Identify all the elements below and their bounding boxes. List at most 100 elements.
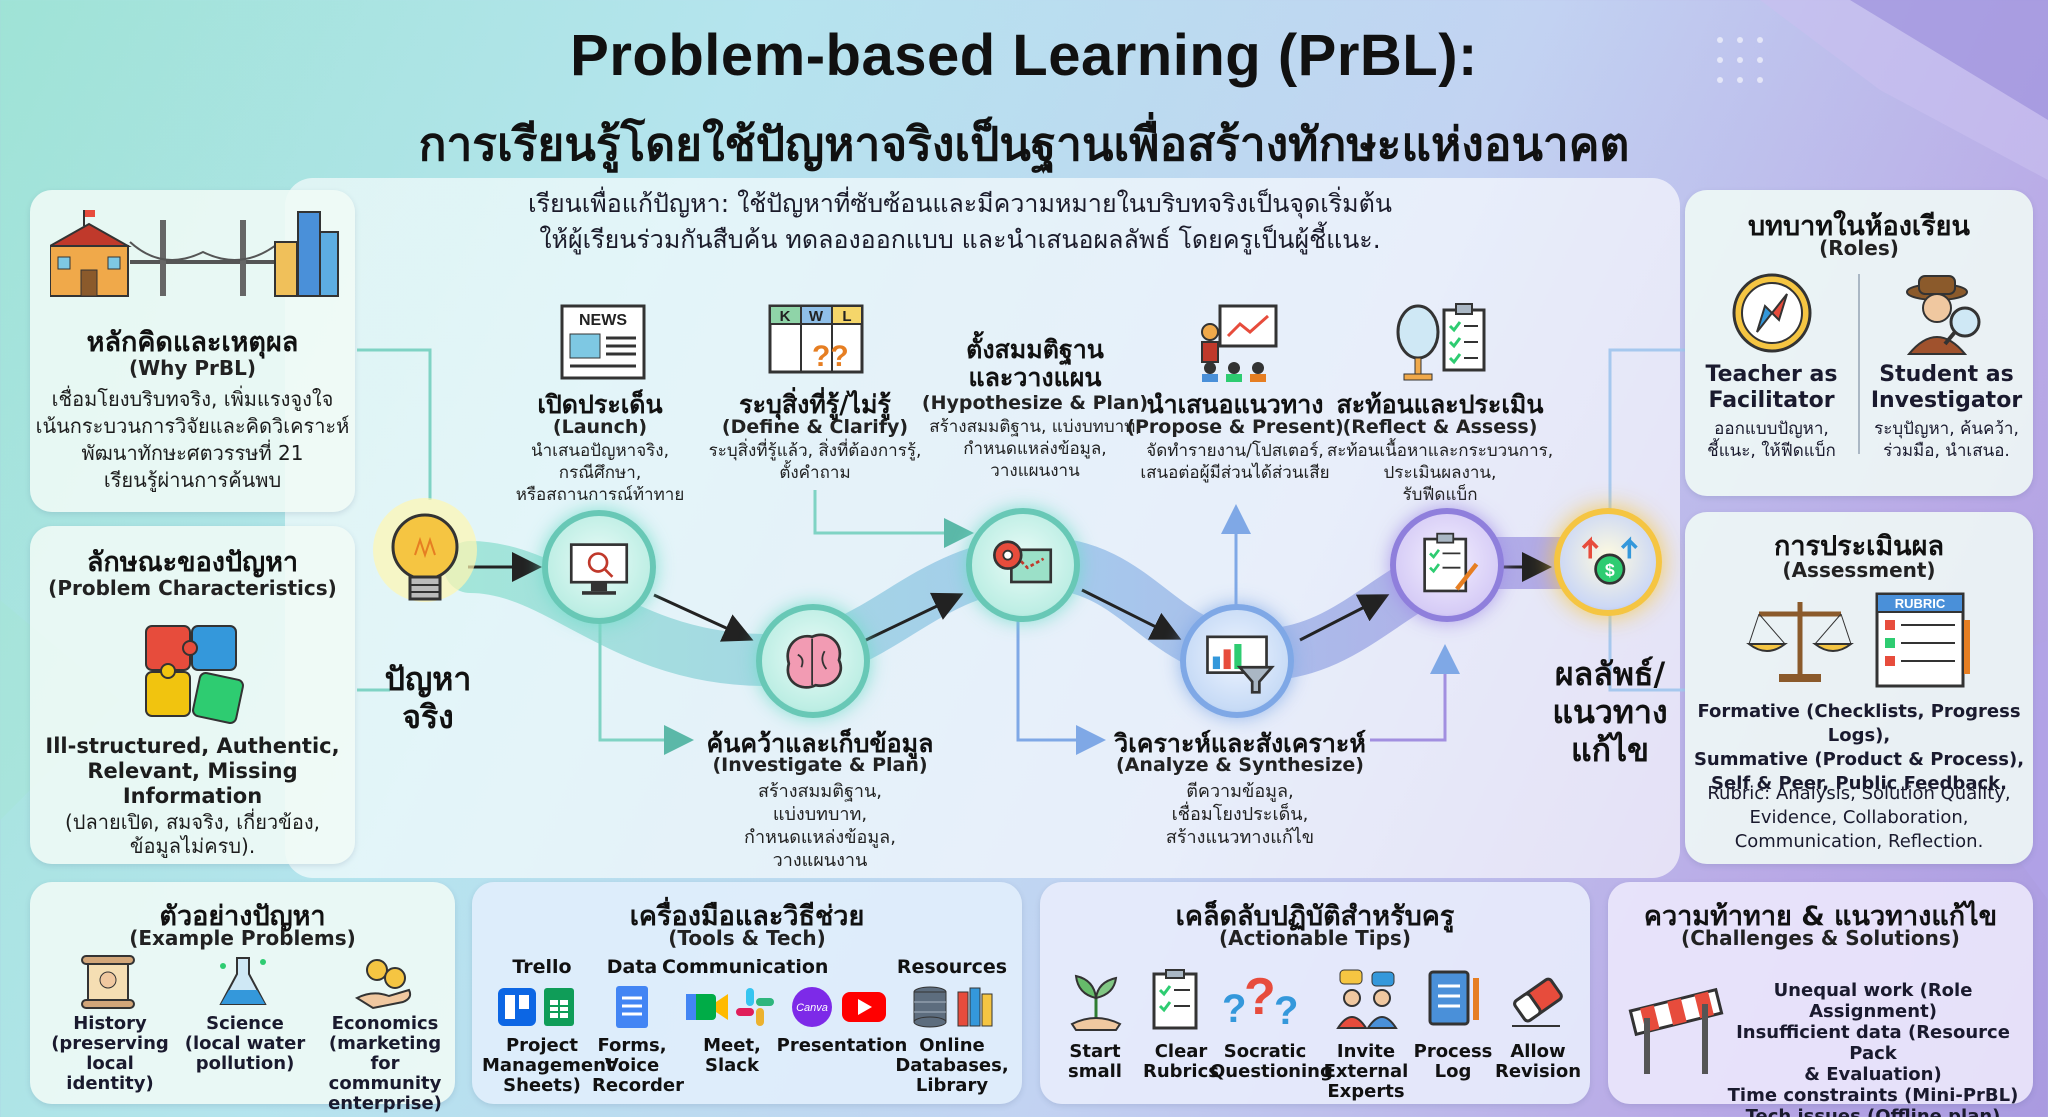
tools-title: เครื่องมือและวิธีช่วย — [629, 901, 865, 932]
step-reflect-en: (Reflect & Assess) — [1342, 416, 1538, 438]
step-define-title: ระบุสิ่งที่รู้/ไม่รู้ — [739, 390, 891, 419]
step-analyze-en: (Analyze & Synthesize) — [1116, 754, 1364, 776]
step-reflect-title: สะท้อนและประเมิน — [1336, 390, 1544, 419]
kwl-k: K — [780, 308, 791, 325]
challenges-body: Unequal work (Role Assignment) Insuffici… — [1727, 980, 2019, 1117]
characteristics-card: ลักษณะของปัญหา (Problem Characteristics)… — [30, 526, 355, 864]
forms-icon — [616, 986, 648, 1028]
tool-presentation-label: Presentation — [776, 1035, 908, 1056]
svg-text:$: $ — [1605, 560, 1615, 580]
student-role-desc: ระบุปัญหา, ค้นคว้า, ร่วมมือ, นำเสนอ. — [1874, 419, 2019, 461]
example-history: History (preserving local identity) — [51, 1013, 169, 1094]
monitor-search-icon — [569, 543, 629, 595]
page-title: Problem-based Learning (PrBL): — [570, 23, 1478, 88]
rubric-criteria: Rubric: Analysis, Solution Quality, Evid… — [1707, 783, 2011, 852]
kwl-w: W — [809, 308, 824, 325]
presentation-icon — [1201, 304, 1278, 382]
challenges-title: ความท้าทาย & แนวทางแก้ไข — [1643, 901, 1998, 932]
tool-data-label: Forms, Voice Recorder — [592, 1035, 684, 1096]
rationale-en: (Why PrBL) — [128, 356, 257, 380]
assessment-title: การประเมินผล — [1773, 531, 1944, 562]
process-log-icon — [1428, 970, 1479, 1026]
examples-en: (Example Problems) — [129, 926, 356, 950]
start-label: ปัญหา จริง — [384, 660, 472, 736]
step-launch-title: เปิดประเด็น — [537, 390, 663, 419]
scroll-icon — [81, 955, 135, 1009]
kwl-l: L — [842, 308, 851, 325]
newspaper-text: NEWS — [579, 312, 627, 329]
tip-clear-rubrics: Clear Rubrics — [1143, 1041, 1219, 1082]
challenges-card: ความท้าทาย & แนวทางแก้ไข (Challenges & S… — [1608, 882, 2033, 1117]
compass-icon — [1732, 273, 1812, 353]
tool-resources-label: Online Databases, Library — [895, 1035, 1009, 1096]
step-investigate-desc: สร้างสมมติฐาน, แบ่งบทบาท, กำหนดแหล่งข้อม… — [744, 781, 896, 871]
newspaper-icon: NEWS — [560, 304, 646, 380]
roadblock-icon — [1628, 987, 1724, 1074]
examples-title: ตัวอย่างปัญหา — [159, 901, 326, 932]
roles-card: บทบาทในห้องเรียน (Roles) Teacher as Faci… — [1685, 190, 2033, 496]
intro-text: เรียนเพื่อแก้ปัญหา: ใช้ปัญหาที่ซับซ้อนแล… — [528, 189, 1392, 254]
example-economics: Economics (marketing for community enter… — [328, 1013, 442, 1114]
canva-text: Canva — [796, 1002, 828, 1014]
puzzle-icon — [145, 625, 244, 724]
database-books-icon — [913, 986, 993, 1028]
tip-start-small: Start small — [1068, 1041, 1122, 1082]
eraser-icon — [1512, 977, 1563, 1027]
roles-divider — [1858, 274, 1860, 454]
characteristics-en: (Problem Characteristics) — [48, 576, 337, 600]
characteristics-bold: Ill-structured, Authentic, Relevant, Mis… — [45, 734, 340, 808]
roles-title: บทบาทในห้องเรียน — [1748, 211, 1970, 242]
tool-trello-heading: Trello — [512, 956, 572, 978]
tool-resources-heading: Resources — [896, 956, 1008, 978]
step-propose-desc: จัดทำรายงาน/โปสเตอร์, เสนอต่อผู้มีส่วนได… — [1140, 441, 1330, 483]
examples-card: ตัวอย่างปัญหา (Example Problems) History… — [30, 882, 455, 1114]
node-outcome: $ — [1554, 508, 1662, 616]
node-investigate — [756, 604, 870, 718]
funnel-chart-icon — [1206, 635, 1275, 694]
rationale-body: เชื่อมโยงบริบทจริง, เพิ่มแรงจูงใจ เน้นกร… — [35, 387, 350, 492]
rationale-title: หลักคิดและเหตุผล — [86, 327, 299, 358]
step-analyze-desc: ตีความข้อมูล, เชื่อมโยงประเด็น, สร้างแนว… — [1165, 781, 1315, 848]
trello-sheets-icon — [498, 988, 574, 1026]
node-reflect — [1390, 508, 1504, 622]
clipboard-icon — [1423, 532, 1479, 593]
city-icon — [50, 210, 339, 297]
rationale-card: หลักคิดและเหตุผล (Why PrBL) เชื่อมโยงบริ… — [30, 190, 355, 512]
node-hypothesize — [966, 508, 1080, 622]
step-define-en: (Define & Clarify) — [721, 416, 909, 438]
assessment-body: Formative (Checklists, Progress Logs), S… — [1693, 701, 2025, 794]
svg-text:?: ? — [1244, 968, 1276, 1026]
tips-title: เคล็ดลับปฏิบัติสำหรับครู — [1175, 901, 1455, 932]
tips-card: เคล็ดลับปฏิบัติสำหรับครู (Actionable Tip… — [1040, 882, 1590, 1104]
step-launch-en: (Launch) — [552, 416, 648, 438]
tips-en: (Actionable Tips) — [1219, 926, 1411, 950]
detective-icon — [1906, 275, 1981, 355]
gear-map-icon — [993, 540, 1053, 584]
tool-comm-label: Meet, Slack — [703, 1035, 761, 1076]
tools-card: เครื่องมือและวิธีช่วย (Tools & Tech) Tre… — [472, 882, 1022, 1104]
mirror-checklist-icon — [1396, 303, 1486, 381]
svg-text:?: ? — [1222, 987, 1246, 1031]
roles-en: (Roles) — [1819, 236, 1899, 260]
step-hypothesize-desc: สร้างสมมติฐาน, แบ่งบทบาท, กำหนดแหล่งข้อม… — [929, 417, 1141, 481]
step-hypothesize-title: ตั้งสมมติฐาน และวางแผน — [966, 335, 1104, 392]
teacher-role-title: Teacher as Facilitator — [1705, 362, 1838, 413]
student-role-title: Student as Investigator — [1870, 362, 2023, 413]
node-analyze — [1180, 604, 1294, 718]
flask-icon — [219, 957, 267, 1005]
tip-experts: Invite External Experts — [1323, 1041, 1409, 1102]
meet-slack-icon — [686, 988, 774, 1026]
seedling-icon — [1070, 974, 1122, 1031]
step-propose-title: นำเสนอแนวทาง — [1146, 390, 1324, 419]
tool-trello-label: Project Management Sheets) — [482, 1035, 615, 1096]
step-analyze-title: วิเคราะห์และสังเคราะห์ — [1114, 729, 1366, 758]
step-hypothesize-en: (Hypothesize & Plan) — [921, 392, 1149, 414]
teacher-role-desc: ออกแบบปัญหา, ชี้แนะ, ให้ฟีดแบ็ก — [1707, 419, 1836, 461]
step-reflect-desc: สะท้อนเนื้อหาและกระบวนการ, ประเมินผลงาน,… — [1326, 441, 1554, 505]
tip-process-log: Process Log — [1413, 1041, 1493, 1082]
outcome-label: ผลลัพธ์/ แนวทาง แก้ไข — [1552, 655, 1668, 769]
coins-hand-icon — [354, 959, 412, 1010]
experts-icon — [1336, 969, 1398, 1029]
question-marks-icon: ? ? ? — [1222, 968, 1298, 1032]
rubric-clipboard-icon — [1152, 969, 1198, 1030]
